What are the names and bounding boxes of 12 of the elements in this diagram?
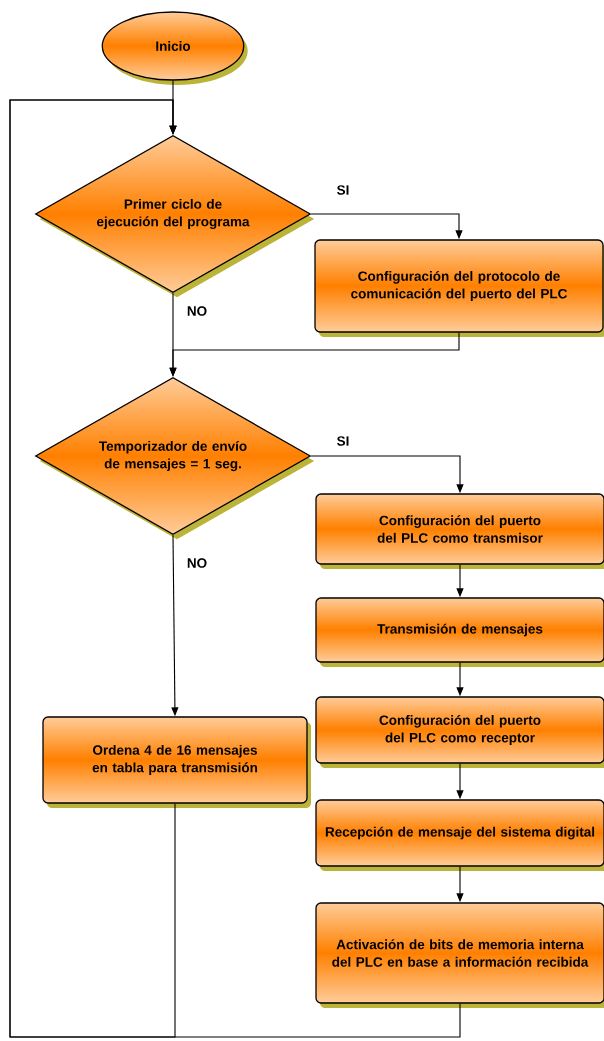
- process-box: Ordena 4 de 16 mensajes en tabla para transmisión: [42, 716, 311, 808]
- arrow: [9, 99, 461, 1038]
- process-box: Recepción de mensaje del sistema digital: [315, 799, 604, 871]
- process-box: Activación de bits de memoria interna del PLC en base a información recibida: [315, 902, 604, 1008]
- process-box: Configuración del puerto del PLC como receptor: [315, 696, 604, 768]
- edge-label: NO: [185, 557, 209, 569]
- edge-label: SI: [335, 184, 351, 196]
- edge-label: SI: [335, 435, 351, 447]
- edge-label: NO: [185, 305, 209, 317]
- process-box: Transmisión de mensajes: [315, 597, 604, 667]
- process-box: Configuración del puerto del PLC como transmisor: [315, 493, 604, 569]
- process-box: Configuración del protocolo de comunicación del puerto del PLC: [314, 239, 604, 337]
